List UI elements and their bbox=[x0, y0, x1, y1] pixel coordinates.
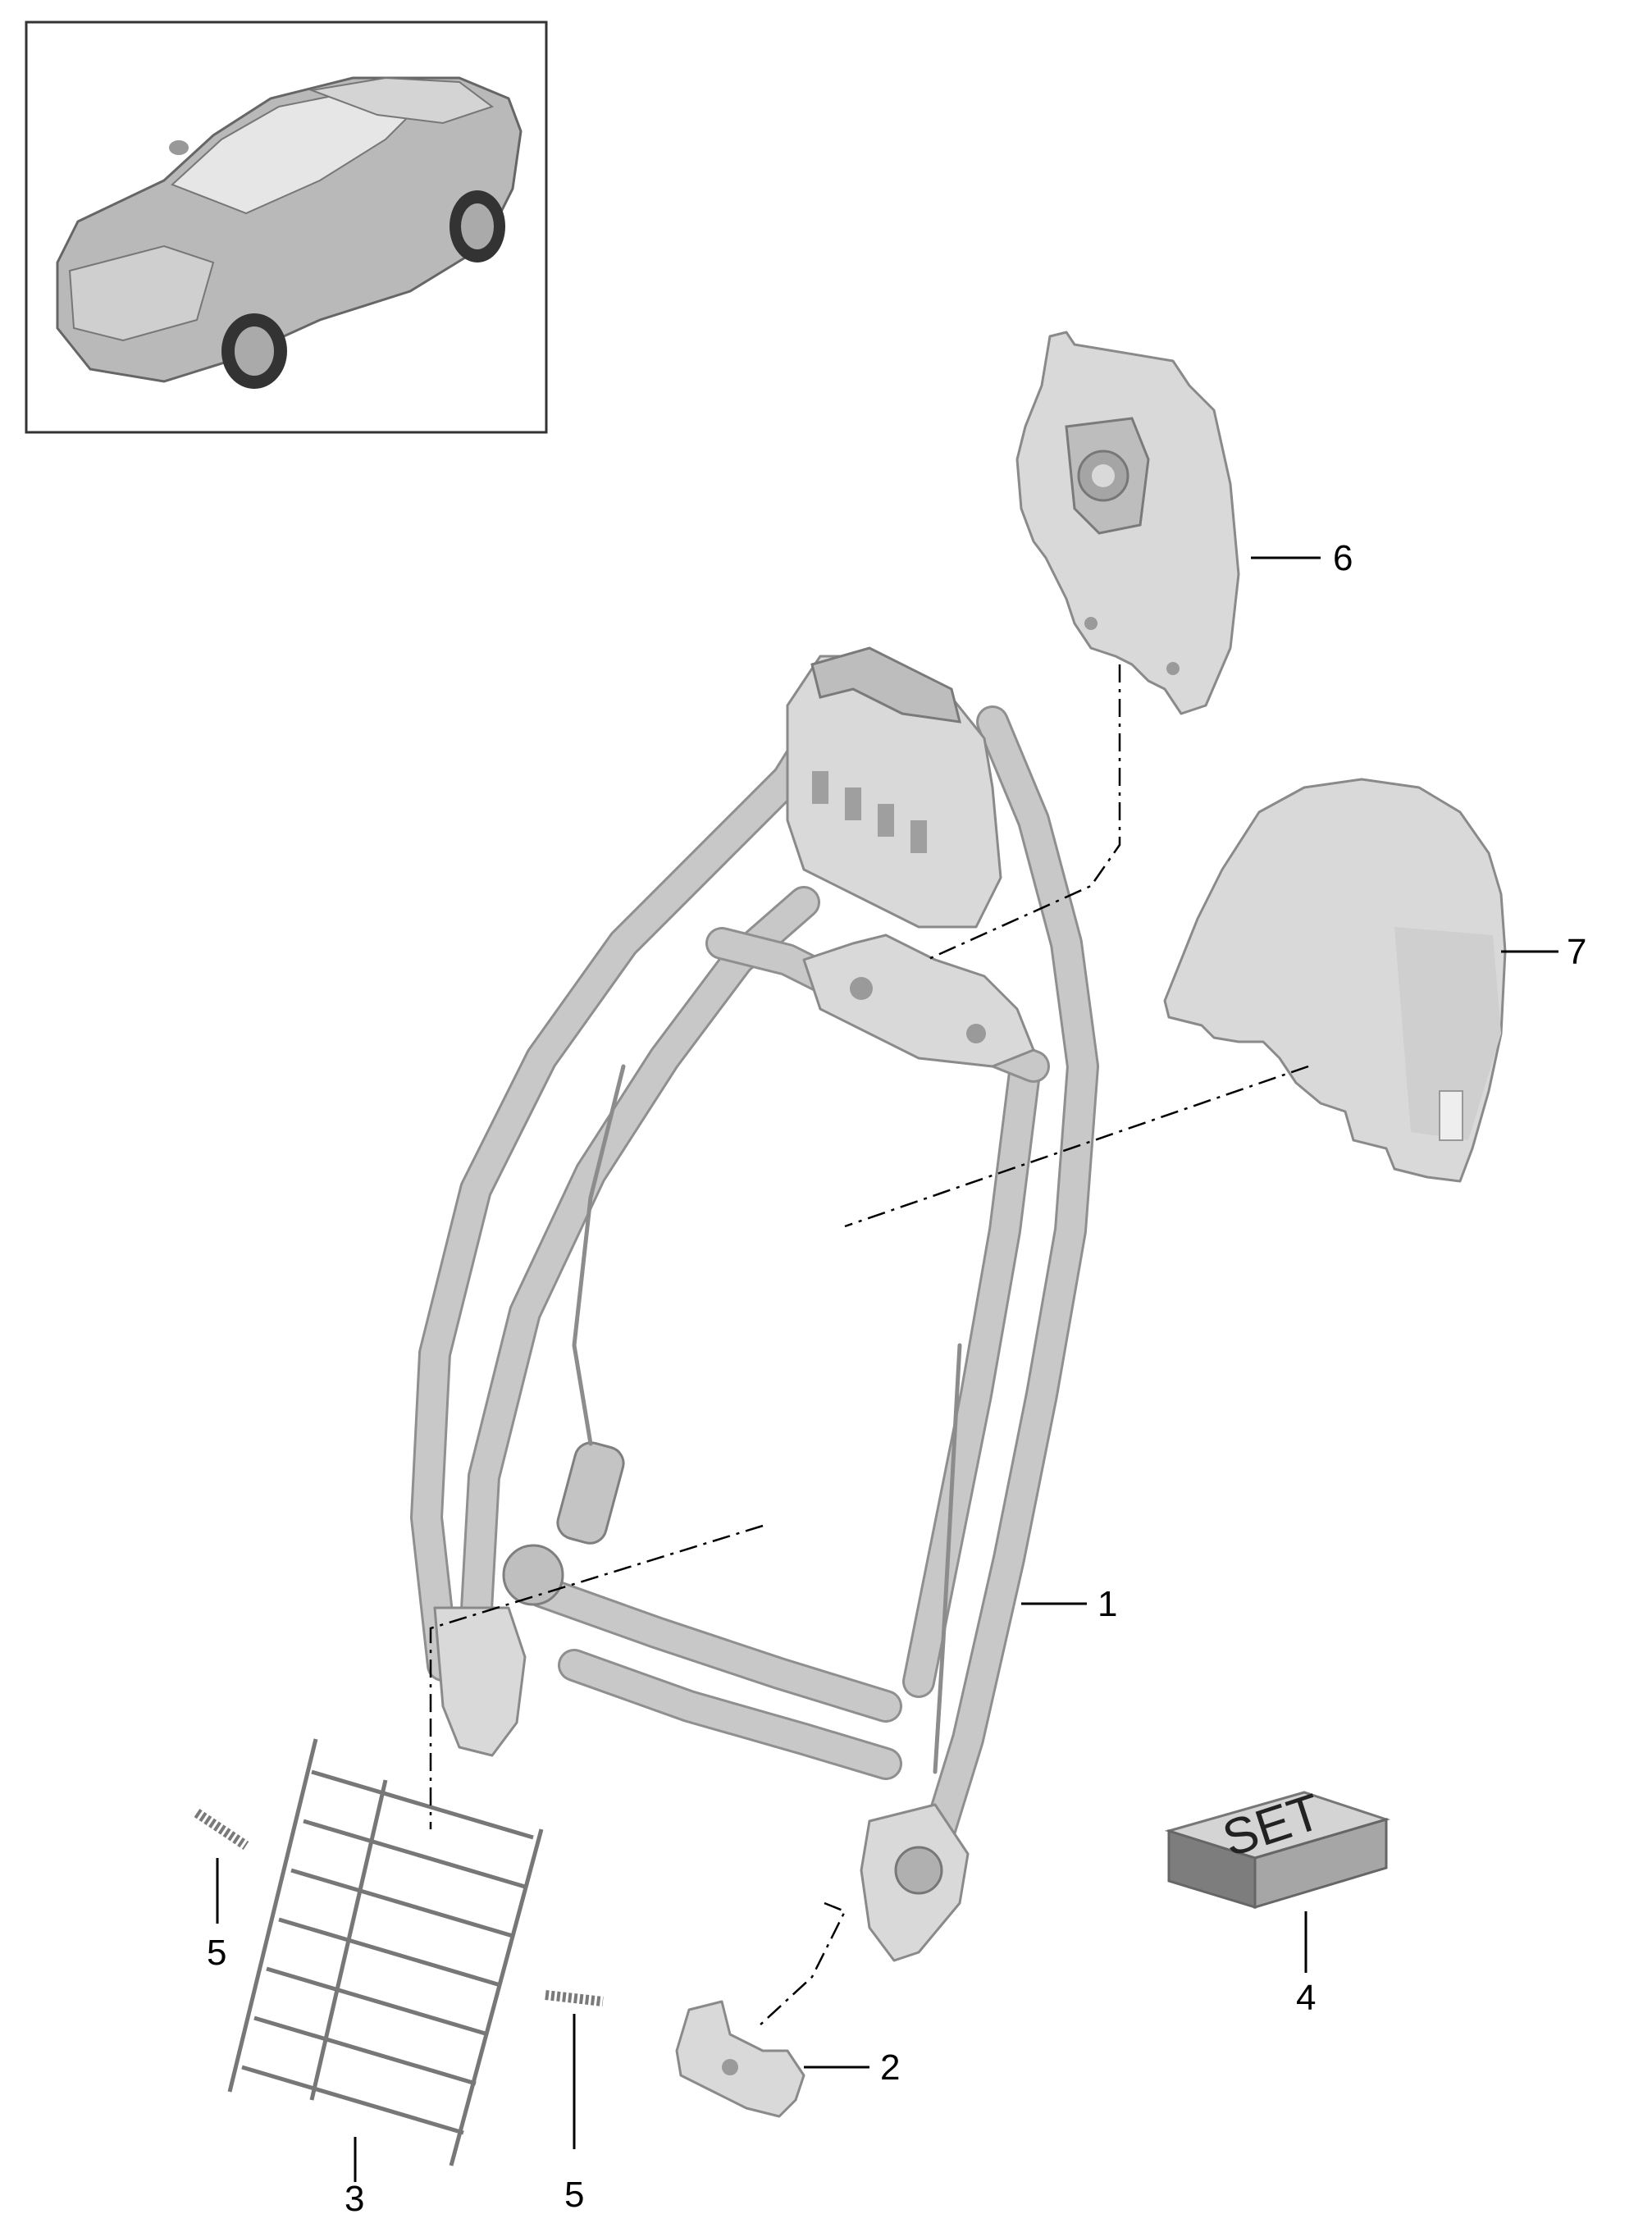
callout-6: 6 bbox=[1333, 538, 1353, 578]
callout-5-left: 5 bbox=[207, 1933, 226, 1973]
callout-2: 2 bbox=[880, 2047, 900, 2088]
part-2-bracket bbox=[675, 2000, 805, 2118]
callout-5-right: 5 bbox=[564, 2175, 584, 2214]
part-4-set-box: SET bbox=[1164, 1783, 1391, 1910]
part-5-spring-right bbox=[545, 1990, 604, 2006]
callout-1: 1 bbox=[1098, 1584, 1117, 1624]
part-5-spring-left bbox=[194, 1809, 249, 1850]
callouts: 1 2 3 4 5 5 6 7 bbox=[207, 538, 1586, 2214]
callout-3: 3 bbox=[345, 2179, 364, 2214]
vehicle-thumbnail bbox=[25, 21, 548, 434]
assembly-lines bbox=[429, 664, 1309, 2027]
callout-7: 7 bbox=[1567, 932, 1586, 972]
part-1-seat-frame bbox=[410, 646, 1099, 1962]
car-thumbnail-icon bbox=[56, 76, 523, 389]
leader-lines bbox=[216, 556, 1558, 2182]
callout-4: 4 bbox=[1296, 1978, 1316, 2018]
part-6-upper-cover bbox=[1015, 331, 1240, 715]
part-3-spring-mat bbox=[227, 1738, 544, 2166]
part-7-back-panel bbox=[1163, 778, 1507, 1183]
